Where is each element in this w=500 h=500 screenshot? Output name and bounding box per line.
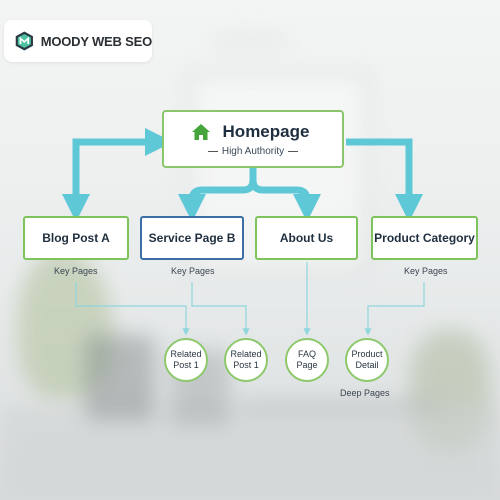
related-post-node[interactable]: Related Post 1 (164, 338, 208, 382)
homepage-subtitle: High Authority (207, 146, 299, 157)
brand-name: MOODY WEB SEO (40, 33, 153, 49)
link-product-to-detail (364, 282, 425, 336)
brand-mark-icon (15, 31, 33, 51)
arrow-home-to-product (346, 138, 423, 222)
arrow-home-to-blog (62, 128, 173, 222)
homepage-node[interactable]: Homepage High Authority (162, 110, 344, 168)
dash-left (207, 150, 218, 152)
key-pages-caption-service: Key Pages (171, 266, 215, 276)
key-pages-caption-product: Key Pages (404, 266, 448, 276)
home-icon (191, 123, 210, 140)
background-table (240, 400, 440, 412)
link-service-to-related-2 (191, 282, 250, 336)
deep-pages-caption: Deep Pages (340, 388, 390, 398)
blog-post-a-node[interactable]: Blog Post A (23, 216, 129, 260)
service-page-b-node[interactable]: Service Page B (140, 216, 244, 260)
background-chair (85, 335, 155, 420)
product-detail-node[interactable]: Product Detail (345, 338, 389, 382)
key-pages-caption-blog: Key Pages (54, 266, 98, 276)
arrow-home-to-about (249, 179, 321, 222)
background-lamp (205, 30, 295, 52)
related-post-node-2[interactable]: Related Post 1 (224, 338, 268, 382)
brand-logo[interactable]: MOODY WEB SEO (4, 20, 152, 62)
dash-right (288, 150, 299, 152)
homepage-title: Homepage (222, 121, 310, 141)
faq-page-node[interactable]: FAQ Page (285, 338, 329, 382)
arrow-home-to-service (178, 168, 257, 222)
link-blog-to-related-1 (75, 282, 190, 336)
about-us-node[interactable]: About Us (255, 216, 358, 260)
background-desk (0, 405, 500, 500)
background-plant (18, 250, 113, 400)
product-category-node[interactable]: Product Category (371, 216, 478, 260)
